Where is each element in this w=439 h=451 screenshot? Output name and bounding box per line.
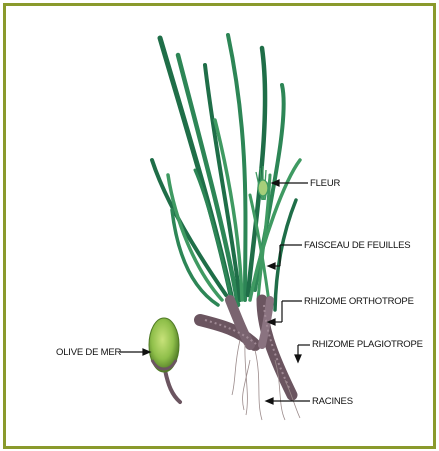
label-olive-de-mer: OLIVE DE MER [56, 347, 121, 358]
label-faisceau-de-feuilles: FAISCEAU DE FEUILLES [304, 240, 410, 251]
label-rhizome-orthotrope: RHIZOME ORTHOTROPE [304, 296, 414, 307]
sea-olive [149, 318, 180, 402]
label-rhizome-plagiotrope: RHIZOME PLAGIOTROPE [312, 339, 423, 350]
label-fleur: FLEUR [310, 178, 340, 189]
label-racines: RACINES [312, 396, 353, 407]
leaves [152, 35, 300, 310]
rhizomes [200, 300, 292, 395]
